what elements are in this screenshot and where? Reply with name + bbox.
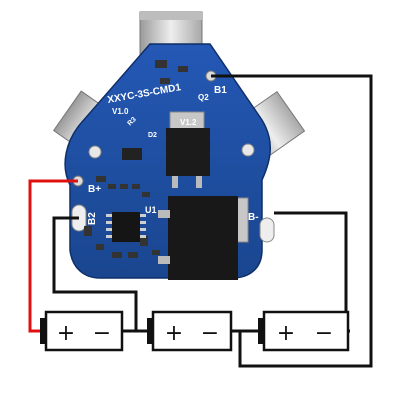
mosfet-top — [166, 111, 210, 188]
mount-hole-right — [241, 143, 255, 157]
ic-chip-u1 — [106, 212, 146, 242]
chip-label: U1 — [145, 205, 157, 215]
battery-2-plus: + — [165, 321, 183, 346]
smd-components — [84, 60, 240, 258]
battery-2: + − — [147, 310, 233, 352]
pad-b1-label: B1 — [214, 85, 227, 96]
mosfet-label: D2 — [148, 132, 157, 139]
pcb-version-label: V1.2 — [180, 118, 197, 127]
battery-3-plus: + — [277, 321, 295, 346]
q-label: Q2 — [198, 93, 209, 102]
pad-b-plus-label: B+ — [88, 184, 101, 195]
pad-b-minus — [259, 217, 275, 243]
wire-b-plus — [28, 179, 78, 333]
version-label: V1.0 — [112, 107, 129, 116]
battery-1-minus: − — [93, 321, 111, 346]
battery-2-minus: − — [201, 321, 219, 346]
mosfet-bottom — [158, 196, 249, 280]
battery-3: + − — [258, 310, 350, 352]
battery-1-plus: + — [57, 321, 75, 346]
pad-b-minus-label: B- — [248, 212, 259, 223]
pad-b2-label: B2 — [87, 212, 98, 225]
r-label: R3 — [126, 116, 137, 127]
battery-1: + − — [40, 310, 124, 352]
wires — [28, 74, 373, 368]
battery-3-minus: − — [315, 321, 333, 346]
mount-hole-left — [88, 145, 102, 159]
